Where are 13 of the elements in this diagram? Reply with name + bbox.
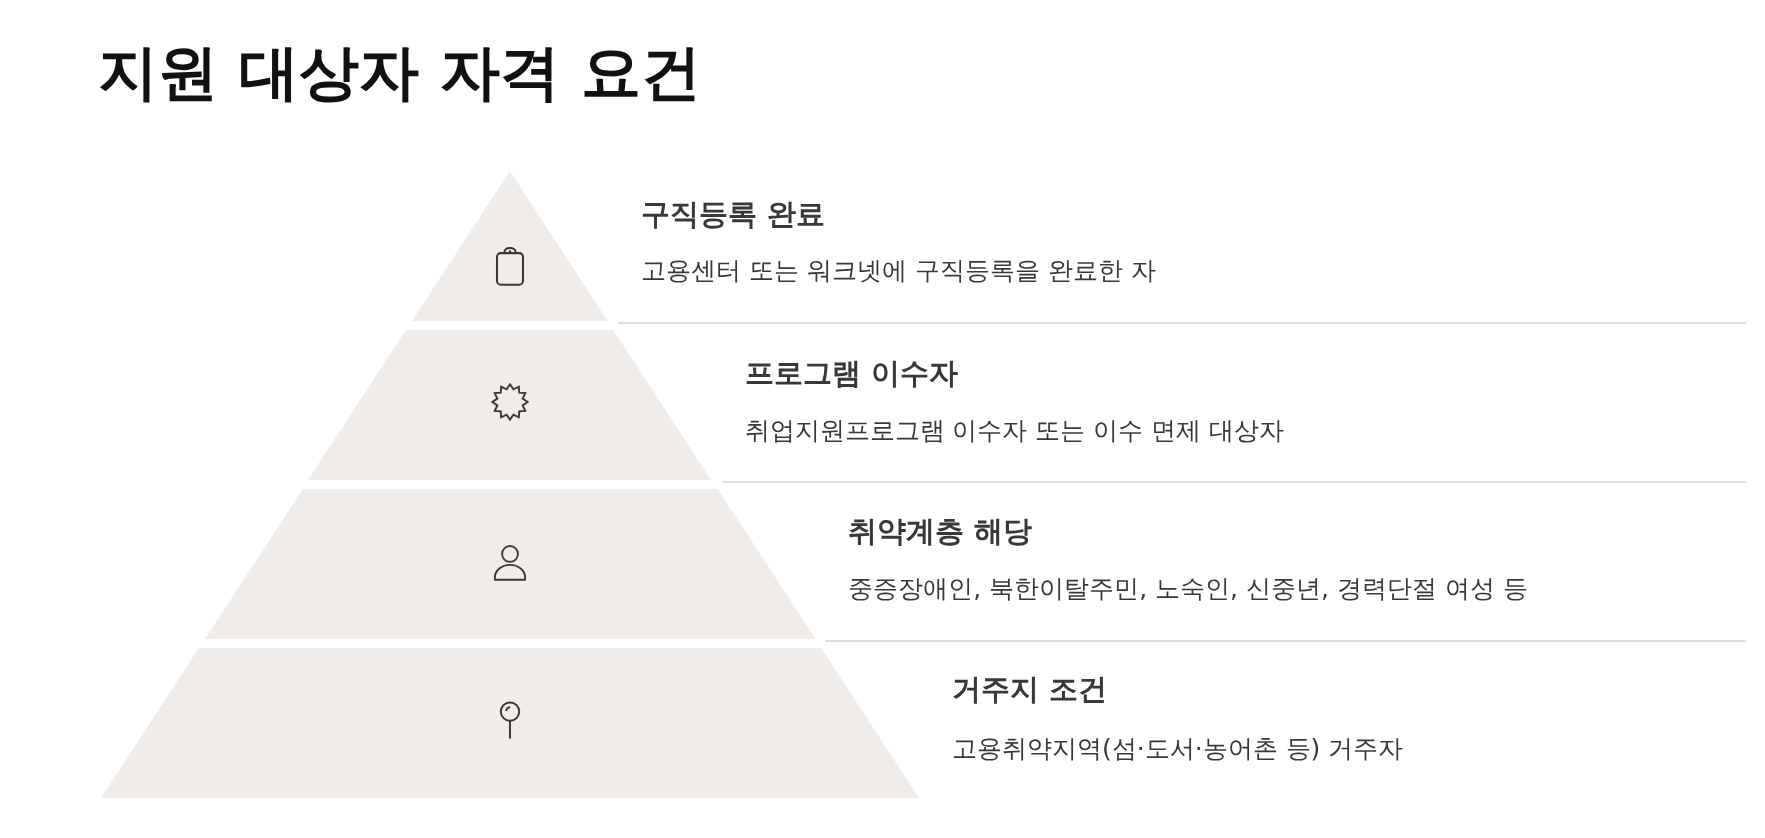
pyramid-tier: [101, 648, 1405, 798]
tier-description: 고용센터 또는 워크넷에 구직등록을 완료한 자: [640, 255, 1156, 287]
pyramid-tier: [204, 489, 1746, 642]
tier-description: 취업지원프로그램 이수자 또는 이수 면제 대상자: [744, 415, 1285, 447]
tier-heading: 거주지 조건: [952, 671, 1108, 707]
diagram-title: 지원 대상자 자격 요건: [98, 36, 701, 109]
pyramid-tier: [308, 330, 1746, 483]
tier-description: 중증장애인, 북한이탈주민, 노숙인, 신중년, 경력단절 여성 등: [848, 573, 1528, 605]
tier-heading: 취약계층 해당: [848, 513, 1033, 549]
pyramid-tier: [412, 171, 1746, 324]
tier-heading: 구직등록 완료: [640, 196, 825, 232]
tier-heading: 프로그램 이수자: [744, 355, 958, 391]
tier-description: 고용취약지역(섬·도서·농어촌 등) 거주자: [952, 733, 1404, 765]
